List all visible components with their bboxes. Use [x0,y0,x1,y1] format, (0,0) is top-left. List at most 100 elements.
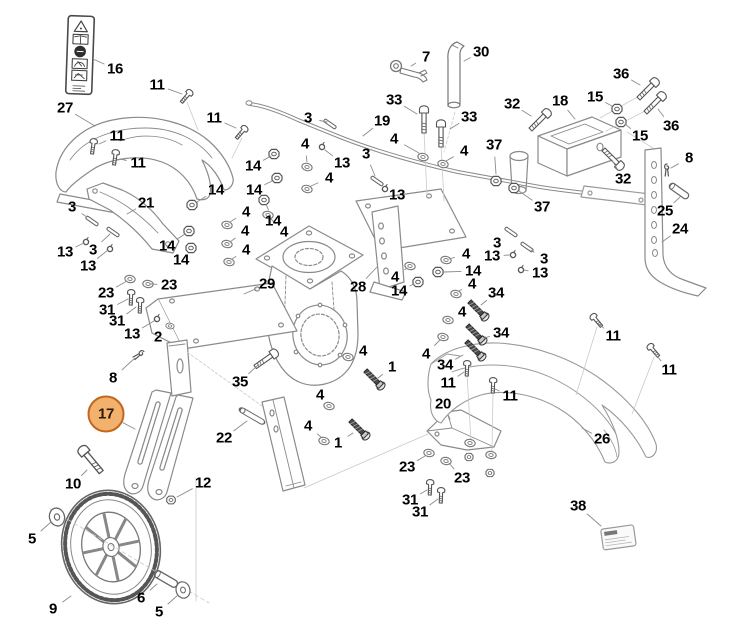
callout-18[interactable]: 18 [552,92,568,110]
callout-33[interactable]: 33 [461,108,477,126]
callout-4[interactable]: 4 [301,135,309,153]
callout-14[interactable]: 14 [208,181,224,199]
leader-line [196,195,207,203]
leader-line [176,488,193,498]
callout-30[interactable]: 30 [473,43,489,61]
callout-11[interactable]: 11 [502,387,518,405]
callout-20[interactable]: 20 [435,395,451,413]
callout-1[interactable]: 1 [388,358,396,376]
callout-33[interactable]: 33 [386,91,402,109]
callout-19[interactable]: 19 [374,112,390,130]
callout-13[interactable]: 13 [484,247,500,265]
callout-35[interactable]: 35 [232,373,248,391]
callout-5[interactable]: 5 [28,530,36,548]
callout-17[interactable]: 17 [87,395,125,433]
callout-4[interactable]: 4 [316,386,324,404]
callout-11[interactable]: 11 [605,327,621,345]
callout-23[interactable]: 23 [161,276,177,294]
callout-4[interactable]: 4 [458,303,466,321]
callout-13[interactable]: 13 [124,325,140,343]
callout-3[interactable]: 3 [362,145,370,163]
callout-3[interactable]: 3 [304,109,312,127]
callout-4[interactable]: 4 [325,169,333,187]
callout-4[interactable]: 4 [241,222,249,240]
callout-34[interactable]: 34 [488,284,504,302]
callout-13[interactable]: 13 [80,257,96,275]
callout-37[interactable]: 37 [486,136,502,154]
callout-11[interactable]: 11 [130,154,146,172]
nut-icon [464,452,474,462]
callout-5[interactable]: 5 [155,603,163,621]
callout-3[interactable]: 3 [89,241,97,259]
callout-14[interactable]: 14 [159,237,175,255]
callout-11[interactable]: 11 [206,109,222,127]
callout-10[interactable]: 10 [65,475,81,493]
callout-36[interactable]: 36 [663,117,679,135]
callout-16[interactable]: 16 [107,60,123,78]
callout-29[interactable]: 29 [259,275,275,293]
callout-4[interactable]: 4 [462,245,470,263]
callout-23[interactable]: 23 [454,469,470,487]
callout-3[interactable]: 3 [493,234,501,252]
callout-13[interactable]: 13 [532,264,548,282]
callout-11[interactable]: 11 [109,127,125,145]
callout-3[interactable]: 3 [540,250,548,268]
washer-icon [300,161,314,173]
callout-34[interactable]: 34 [437,356,453,374]
callout-11[interactable]: 11 [149,76,165,94]
callout-4[interactable]: 4 [460,142,468,160]
callout-14[interactable]: 14 [465,262,481,280]
callout-4[interactable]: 4 [304,417,312,435]
callout-4[interactable]: 4 [242,203,250,221]
callout-22[interactable]: 22 [216,429,232,447]
callout-31[interactable]: 31 [99,301,115,319]
callout-4[interactable]: 4 [390,130,398,148]
callout-6[interactable]: 6 [137,589,145,607]
callout-13[interactable]: 13 [334,154,350,172]
callout-3[interactable]: 3 [68,198,76,216]
callout-4[interactable]: 4 [391,268,399,286]
callout-4[interactable]: 4 [422,345,430,363]
callout-14[interactable]: 14 [173,251,189,269]
callout-25[interactable]: 25 [657,202,673,220]
callout-11[interactable]: 11 [661,361,677,379]
callout-27[interactable]: 27 [57,99,73,117]
callout-4[interactable]: 4 [280,223,288,241]
callout-23[interactable]: 23 [98,284,114,302]
callout-9[interactable]: 9 [49,600,57,618]
callout-31[interactable]: 31 [109,312,125,330]
callout-32[interactable]: 32 [504,95,520,113]
callout-12[interactable]: 12 [195,474,211,492]
callout-2[interactable]: 2 [154,328,162,346]
callout-11[interactable]: 11 [440,374,456,392]
callout-38[interactable]: 38 [570,497,586,515]
callout-4[interactable]: 4 [242,241,250,259]
callout-15[interactable]: 15 [632,127,648,145]
callout-4[interactable]: 4 [468,275,476,293]
callout-31[interactable]: 31 [402,491,418,509]
callout-23[interactable]: 23 [399,458,415,476]
callout-15[interactable]: 15 [587,88,603,106]
callout-13[interactable]: 13 [389,186,405,204]
callout-32[interactable]: 32 [615,170,631,188]
callout-28[interactable]: 28 [350,278,366,296]
callout-34[interactable]: 34 [493,324,509,342]
callout-8[interactable]: 8 [685,149,693,167]
callout-24[interactable]: 24 [672,220,688,238]
callout-26[interactable]: 26 [594,430,610,448]
callout-14[interactable]: 14 [245,157,261,175]
callout-1[interactable]: 1 [334,434,342,452]
callout-7[interactable]: 7 [422,48,430,66]
leader-line [92,58,105,65]
callout-14[interactable]: 14 [246,181,262,199]
callout-31[interactable]: 31 [412,503,428,521]
callout-8[interactable]: 8 [109,369,117,387]
callout-14[interactable]: 14 [391,282,407,300]
callout-14[interactable]: 14 [265,212,281,230]
callout-13[interactable]: 13 [57,243,73,261]
callout-37[interactable]: 37 [534,198,550,216]
callout-21[interactable]: 21 [138,194,154,212]
callout-36[interactable]: 36 [613,65,629,83]
callout-4[interactable]: 4 [359,342,367,360]
leader-line [630,79,641,86]
